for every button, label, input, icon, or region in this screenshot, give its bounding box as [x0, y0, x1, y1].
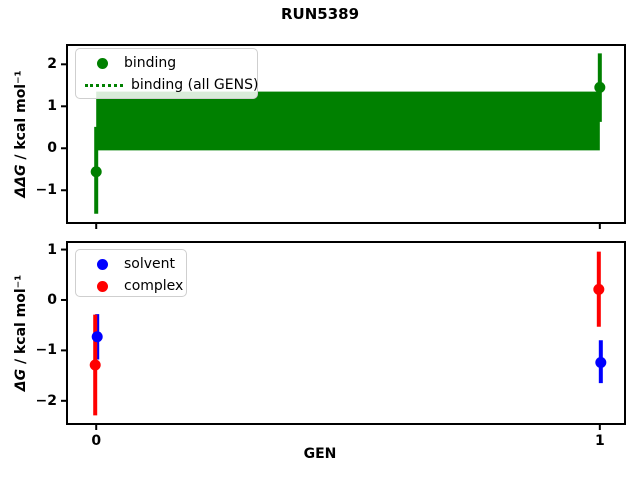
y-tick-label: 1 — [47, 241, 57, 258]
data-point-binding — [594, 81, 606, 93]
y-tick-label: −1 — [35, 182, 57, 199]
chart-title: RUN5389 — [280, 5, 360, 23]
y-tick-label: 0 — [47, 291, 57, 308]
axes-border — [66, 241, 626, 425]
data-point-solvent — [595, 356, 607, 368]
legend-item-binding: binding — [76, 52, 257, 74]
axes-border — [66, 44, 626, 224]
y-tick-label: −2 — [35, 392, 57, 409]
legend-label-complex: complex — [124, 278, 184, 294]
y-tick-label: 1 — [47, 98, 57, 115]
x-tick-label: 1 — [594, 433, 605, 449]
complex-dot-icon — [97, 280, 108, 292]
legend-top: binding binding (all GENS) — [75, 48, 258, 99]
legend-label-binding: binding — [124, 55, 177, 71]
dotted-line-icon — [85, 83, 123, 87]
legend-bottom: solvent complex — [75, 249, 187, 297]
y-tick-label: −1 — [35, 342, 57, 359]
data-point-solvent — [91, 331, 103, 343]
x-axis-label: GEN — [303, 446, 337, 462]
data-point-complex — [89, 359, 101, 371]
data-point-binding — [90, 166, 102, 178]
data-point-complex — [593, 283, 605, 295]
uncertainty-band — [96, 91, 600, 151]
y-tick-label: 2 — [47, 56, 57, 73]
legend-label-binding-all-gens: binding (all GENS) — [131, 77, 259, 93]
x-tick-label: 0 — [91, 433, 102, 449]
solvent-dot-icon — [97, 258, 108, 270]
binding-dot-icon — [97, 57, 108, 69]
legend-item-binding-all-gens: binding (all GENS) — [76, 74, 259, 96]
y-axis-label-bottom-math: ΔG — [13, 368, 29, 392]
legend-item-solvent: solvent — [76, 253, 186, 275]
legend-label-solvent: solvent — [124, 256, 176, 272]
y-tick-label: 0 — [47, 140, 57, 157]
legend-item-complex: complex — [76, 275, 186, 297]
